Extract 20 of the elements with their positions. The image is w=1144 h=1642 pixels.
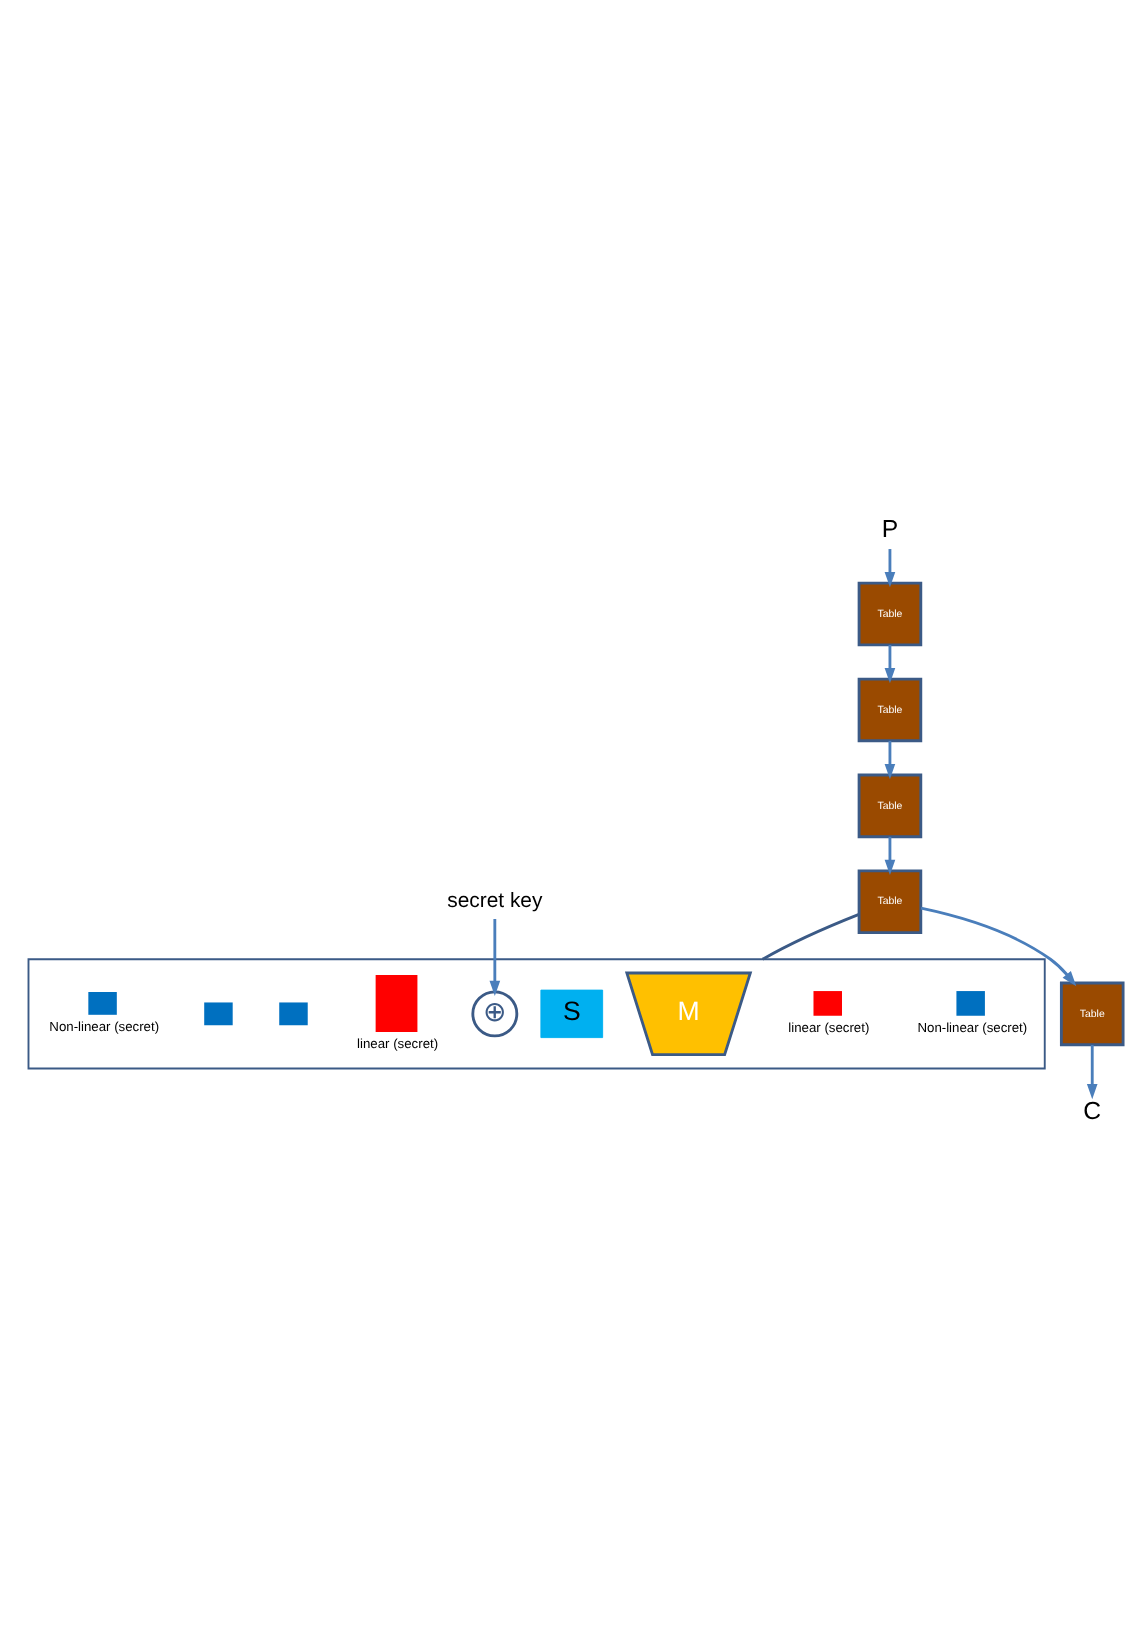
- node-bar: [279, 1001, 308, 1025]
- arrow: [920, 905, 1077, 986]
- arrow: [884, 548, 896, 587]
- node-bar: [375, 973, 418, 1031]
- node-bar: [813, 990, 842, 1015]
- node-box: S: [540, 988, 604, 1038]
- node-text: C: [1083, 1095, 1102, 1124]
- arrow: [884, 739, 896, 779]
- arrow: [1086, 1043, 1098, 1099]
- cluster: [27, 957, 1046, 1069]
- connector: [761, 912, 860, 960]
- node-bar: [88, 991, 117, 1014]
- node-bar: [204, 1001, 233, 1025]
- arrow: [489, 918, 501, 995]
- node-text: secret key: [447, 890, 543, 913]
- arrow: [884, 835, 896, 875]
- arrow: [884, 643, 896, 683]
- node-circle: ⊕: [471, 989, 519, 1037]
- node-text: P: [881, 514, 899, 543]
- node-bar: [956, 990, 985, 1015]
